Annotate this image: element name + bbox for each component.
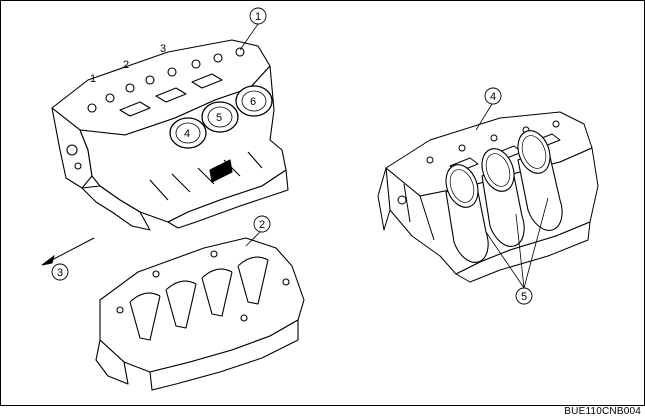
bank-label-3: 3 xyxy=(160,43,166,55)
callout-4: 4 xyxy=(475,87,502,131)
cylinder-label-6: 6 xyxy=(250,96,256,108)
bank-labels: 1 2 3 xyxy=(90,43,166,85)
front-arrow: 3 xyxy=(41,237,95,281)
figure-code: BUE110CNB004 xyxy=(564,406,641,417)
callout-4-number: 4 xyxy=(490,91,496,103)
cylinder-liners xyxy=(445,130,563,263)
callout-5-number: 5 xyxy=(521,291,527,303)
callout-1-number: 1 xyxy=(255,11,261,23)
bank-label-2: 2 xyxy=(123,59,129,71)
callout-2-number: 2 xyxy=(259,219,265,231)
bedplate xyxy=(95,237,305,391)
cylinder-block xyxy=(51,39,289,231)
callout-5: 5 xyxy=(485,197,549,305)
bank-label-1: 1 xyxy=(90,73,96,85)
cylinder-labels: 4 5 6 xyxy=(184,96,256,140)
cylinder-label-4: 4 xyxy=(184,128,190,140)
cylinder-label-5: 5 xyxy=(216,112,222,124)
callout-1: 1 xyxy=(239,7,267,51)
callout-2: 2 xyxy=(245,215,271,247)
callout-3-number: 3 xyxy=(57,267,63,279)
